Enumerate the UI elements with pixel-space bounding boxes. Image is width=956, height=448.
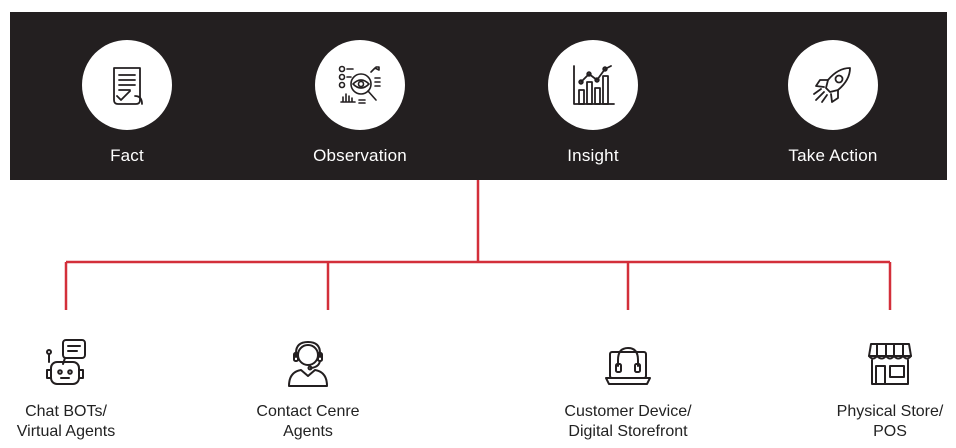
channel-label-line2: Digital Storefront: [568, 423, 688, 440]
stage-insight: Insight: [503, 12, 683, 180]
channel-label-line2: POS: [873, 423, 907, 440]
channel-chatbots: Chat BOTs/ Virtual Agents: [0, 338, 156, 442]
stage-icon-circle: [82, 40, 172, 130]
eye-analysis-icon: [338, 65, 381, 104]
stage-icon-circle: [548, 40, 638, 130]
stage-take-action: Take Action: [743, 12, 923, 180]
stage-fact: Fact: [37, 12, 217, 180]
process-banner: Fact Observation: [10, 12, 947, 180]
channel-customer-device: Customer Device/ Digital Storefront: [538, 338, 718, 442]
channel-label-line2: Agents: [283, 423, 333, 440]
stage-icon-circle: [315, 40, 405, 130]
channel-label: Contact Cenre Agents: [218, 402, 398, 442]
channel-physical-store: Physical Store/ POS: [800, 338, 956, 442]
channel-label: Customer Device/ Digital Storefront: [538, 402, 718, 442]
chatbot-icon: [46, 339, 86, 385]
channel-label-line1: Physical Store/: [836, 403, 944, 420]
channel-label: Chat BOTs/ Virtual Agents: [0, 402, 156, 442]
channel-contact-centre: Contact Cenre Agents: [218, 338, 398, 442]
stage-icon-circle: [788, 40, 878, 130]
headset-agent-icon: [288, 341, 328, 387]
channel-label-line1: Contact Cenre: [256, 403, 360, 420]
channel-label: Physical Store/ POS: [800, 402, 956, 442]
laptop-headset-icon: [605, 347, 651, 385]
stage-label: Take Action: [788, 146, 878, 165]
bar-line-chart-icon: [573, 65, 615, 105]
storefront-icon: [868, 343, 912, 385]
document-check-icon: [113, 67, 143, 105]
channel-label-line2: Virtual Agents: [16, 423, 116, 440]
channel-label-line1: Customer Device/: [564, 403, 692, 420]
channel-label-line1: Chat BOTs/: [25, 403, 107, 420]
rocket-icon: [813, 67, 851, 103]
stage-label: Fact: [110, 146, 144, 165]
stage-observation: Observation: [270, 12, 450, 180]
stage-label: Insight: [567, 146, 619, 165]
stage-label: Observation: [313, 146, 407, 165]
